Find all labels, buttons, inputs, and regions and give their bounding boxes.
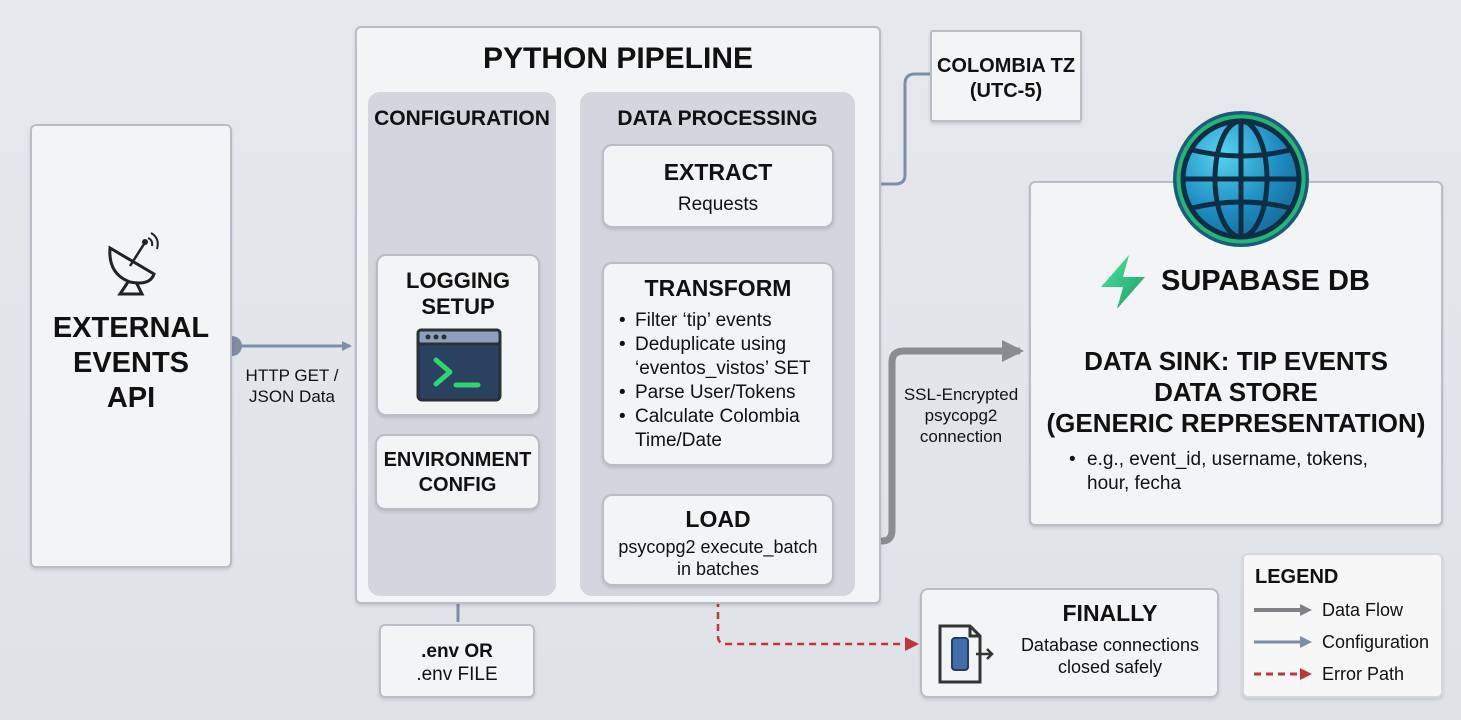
supabase-logo-icon [1095,253,1151,316]
ssl-connection-label: SSL-Encrypted psycopg2 connection [903,385,1019,446]
external-api-title: EXTERNAL EVENTS API [52,312,210,414]
supabase-db-name: SUPABASE DB [1161,265,1370,297]
external-api-box: EXTERNAL EVENTS API [30,124,232,568]
transform-title: TRANSFORM [644,275,792,301]
globe-icon [1170,108,1312,255]
legend-swatch-error-path [1254,668,1312,680]
environment-config-box: ENVIRONMENT CONFIG [375,434,540,510]
transform-step-item: Filter ‘tip’ events [619,309,831,333]
satellite-dish-icon [100,230,164,301]
colombia-timezone-label: COLOMBIA TZ (UTC-5) [936,55,1076,102]
legend-swatch-data-flow [1254,604,1312,616]
legend-title: LEGEND [1255,566,1339,588]
transform-step-item: Deduplicate using ‘eventos_vistos’ SET [619,333,831,381]
extract-title: EXTRACT [663,159,773,185]
data-sink-title: DATA SINK: TIP EVENTS DATA STORE (GENERI… [1046,346,1426,438]
finally-title: FINALLY [1062,600,1158,626]
legend-label: Configuration [1322,632,1430,652]
load-to-finally-arrow [716,588,919,651]
environment-config-title: ENVIRONMENT CONFIG [383,449,532,496]
legend-item-error-path: Error Path [1254,662,1440,686]
load-title: LOAD [685,506,751,532]
data-sink-example-fields: •e.g., event_id, username, tokens, hour,… [1069,449,1368,494]
transform-box: TRANSFORM Filter ‘tip’ events Deduplicat… [602,262,834,466]
transform-steps-list: Filter ‘tip’ events Deduplicate using ‘e… [619,309,831,453]
data-processing-header: DATA PROCESSING [617,107,818,130]
timezone-to-extract-arrow [836,72,930,189]
colombia-timezone-box: COLOMBIA TZ (UTC-5) [930,30,1082,122]
finally-box: FINALLY Database connections closed safe… [920,588,1219,698]
env-file-box: .env OR .env FILE [379,624,535,698]
extract-subtitle: Requests [677,194,759,215]
pipeline-title: PYTHON PIPELINE [482,42,754,75]
logging-setup-title: LOGGING SETUP [406,268,510,319]
exit-door-icon [936,622,996,691]
legend-swatch-configuration [1254,636,1312,648]
finally-description: Database connections closed safely [1020,635,1200,677]
load-description: psycopg2 execute_batch in batches [618,537,818,579]
transform-step-item: Parse User/Tokens [619,381,831,405]
legend-item-configuration: Configuration [1254,630,1440,654]
legend-item-data-flow: Data Flow [1254,598,1440,622]
http-get-label: HTTP GET / JSON Data [245,366,339,406]
configuration-header: CONFIGURATION [374,107,550,130]
load-box: LOAD psycopg2 execute_batch in batches [602,494,834,586]
legend-label: Error Path [1322,664,1405,684]
load-to-database-arrow [834,340,1024,545]
transform-step-item: Calculate Colombia Time/Date [619,405,831,453]
legend-label: Data Flow [1322,600,1404,620]
legend-box: LEGEND Data Flow Configuration Error Pat… [1242,553,1443,698]
env-file-label: .env OR .env FILE [416,641,498,685]
logging-setup-box: LOGGING SETUP [376,254,540,416]
extract-box: EXTRACT Requests [602,144,834,228]
terminal-icon [416,328,502,407]
